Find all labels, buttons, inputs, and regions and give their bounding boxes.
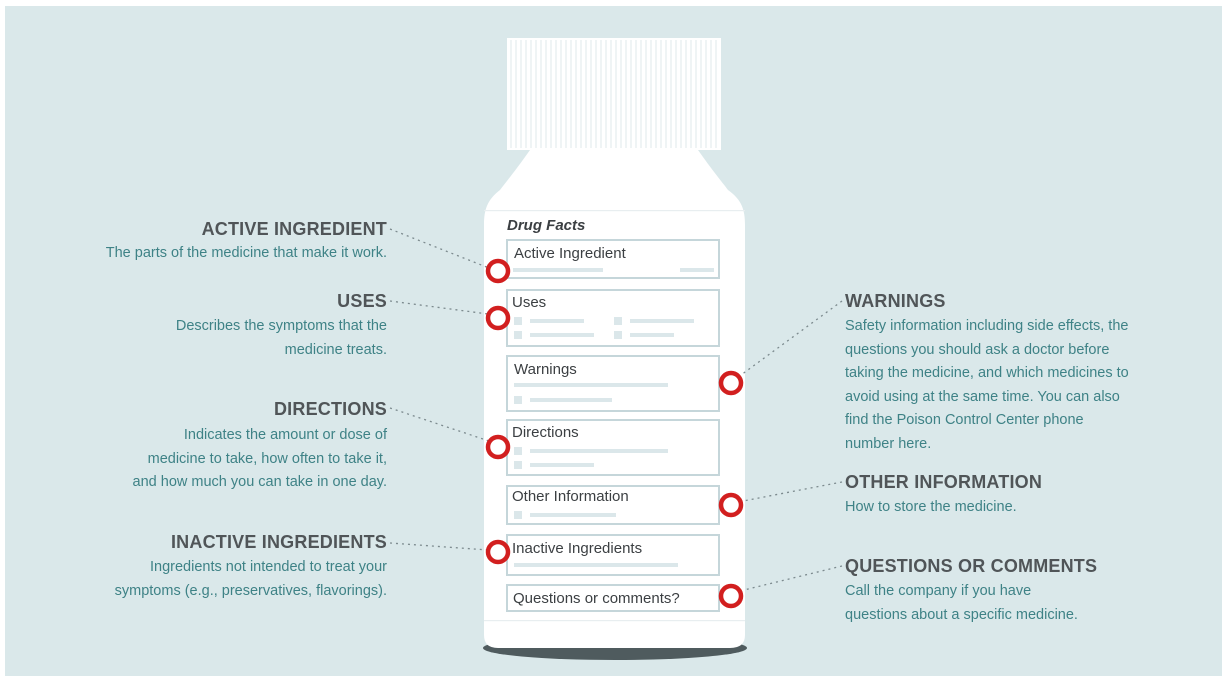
marker-other-information <box>718 492 744 518</box>
marker-uses <box>485 305 511 331</box>
placeholder-lines <box>513 268 714 567</box>
section-label-warnings: Warnings <box>514 361 577 378</box>
section-label-inactive: Inactive Ingredients <box>512 540 643 557</box>
section-label-questions: Questions or comments? <box>513 590 680 607</box>
callout-desc-other: How to store the medicine. <box>845 499 1017 515</box>
marker-questions <box>718 583 744 609</box>
bottle-cap <box>507 38 721 150</box>
marker-directions <box>485 434 511 460</box>
callout-desc-warnings: Safety information including side effect… <box>845 318 1129 452</box>
marker-warnings <box>718 370 744 396</box>
callout-title-inactive: INACTIVE INGREDIENTS <box>170 532 387 552</box>
callout-title-uses: USES <box>337 291 387 311</box>
callout-title-other: OTHER INFORMATION <box>845 472 1043 492</box>
leader-lines <box>389 228 843 591</box>
section-label-other: Other Information <box>512 488 629 505</box>
callout-desc-directions: Indicates the amount or dose of medicine… <box>132 427 387 490</box>
callout-title-directions: DIRECTIONS <box>273 399 387 419</box>
callout-desc-active: The parts of the medicine that make it w… <box>105 245 387 261</box>
section-label-active: Active Ingredient <box>514 245 626 262</box>
callout-desc-questions: Call the company if you have questions a… <box>845 583 1078 623</box>
drug-facts-header: Drug Facts <box>507 217 586 234</box>
section-label-uses: Uses <box>512 294 547 311</box>
marker-active-ingredient <box>485 258 511 284</box>
callout-desc-inactive: Ingredients not intended to treat your s… <box>114 559 387 599</box>
callout-title-questions: QUESTIONS OR COMMENTS <box>845 556 1098 576</box>
callout-title-warnings: WARNINGS <box>845 291 946 311</box>
section-label-directions: Directions <box>512 424 579 441</box>
callout-title-active: ACTIVE INGREDIENT <box>201 219 387 239</box>
section-box-active <box>506 239 720 279</box>
marker-inactive-ingredients <box>485 539 511 565</box>
callout-desc-uses: Describes the symptoms that the medicine… <box>175 318 387 358</box>
